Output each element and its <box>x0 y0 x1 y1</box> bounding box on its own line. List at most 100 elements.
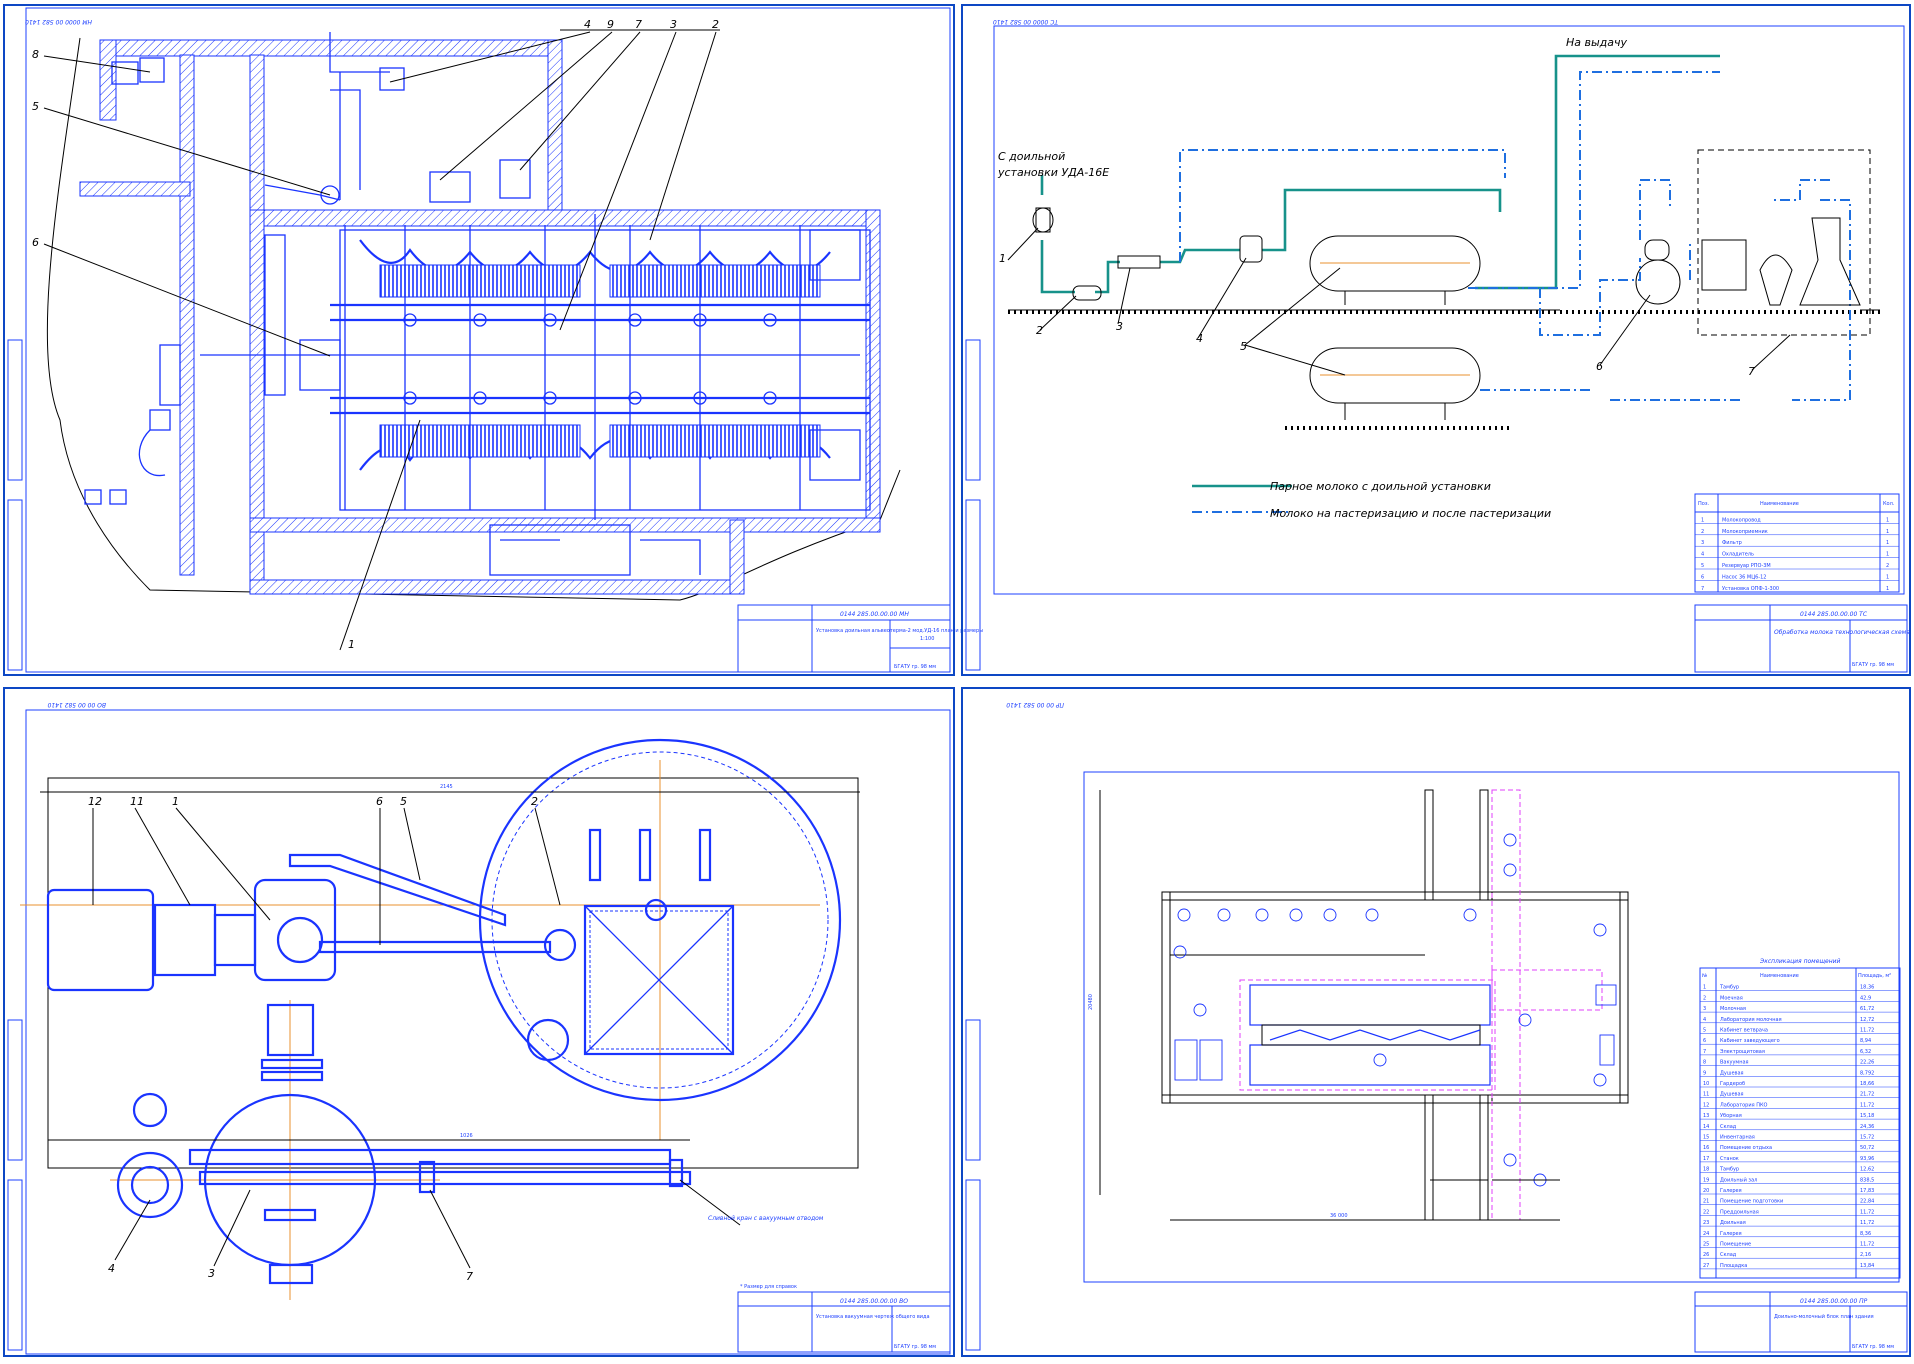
table-cell: 4 <box>1701 552 1704 558</box>
table-cell: 17,83 <box>1860 1188 1874 1194</box>
sheet2-labels: 1 2 3 4 5 6 7 <box>999 252 1755 378</box>
table-cell: Лаборатория молочная <box>1720 1017 1782 1023</box>
svg-text:6: 6 <box>32 236 39 249</box>
table-cell: 7 <box>1701 586 1704 592</box>
svg-text:5: 5 <box>1240 340 1247 353</box>
table-cell: 8,94 <box>1860 1038 1871 1044</box>
table-cell: Станок <box>1720 1156 1739 1162</box>
table-cell: 21 <box>1703 1199 1709 1205</box>
sheet2-scheme: ТС 0000 00 582 1410 <box>961 4 1911 676</box>
table-cell: 11,72 <box>1860 1028 1874 1034</box>
svg-text:Кол.: Кол. <box>1883 501 1895 507</box>
table-cell: 15 <box>1703 1135 1709 1141</box>
table-cell: Насос 36 МЦ6-12 <box>1722 574 1766 580</box>
sheet4-building-plan: ПР 00 00 582 1410 <box>961 687 1911 1357</box>
table-cell: 2,16 <box>1860 1252 1871 1258</box>
sheet3-assembly: ВО 00 00 582 1410 <box>3 687 955 1357</box>
table-cell: 17 <box>1703 1156 1709 1162</box>
table-cell: 6 <box>1701 574 1704 580</box>
table-cell: 19 <box>1703 1177 1709 1183</box>
svg-text:Площадь, м²: Площадь, м² <box>1858 973 1891 979</box>
svg-text:4: 4 <box>108 1262 115 1275</box>
svg-text:6: 6 <box>376 795 383 808</box>
table-cell: 1 <box>1886 586 1889 592</box>
svg-text:БГАТУ гр. 98 мм: БГАТУ гр. 98 мм <box>894 664 936 670</box>
table-cell: Кабинет заведующего <box>1720 1038 1780 1044</box>
table-cell: 8,36 <box>1860 1231 1871 1237</box>
table-cell: Молочная <box>1720 1006 1746 1012</box>
table-cell: 10 <box>1703 1081 1709 1087</box>
table-cell: 16 <box>1703 1145 1709 1151</box>
table-cell: Тамбур <box>1719 1167 1739 1173</box>
svg-text:Молоко на пастеризацию и после: Молоко на пастеризацию и после пастериза… <box>1270 507 1551 520</box>
svg-text:12: 12 <box>88 795 102 808</box>
table-cell: 42,9 <box>1860 995 1871 1001</box>
table-cell: Резервуар РПО-3М <box>1722 563 1771 569</box>
table-cell: 15,18 <box>1860 1113 1874 1119</box>
table-cell: 11,72 <box>1860 1209 1874 1215</box>
table-cell: 26 <box>1703 1252 1709 1258</box>
sheet3-title-block: * Размер для справок 0144 285.00.00.00 В… <box>737 1284 951 1353</box>
table-cell: 9 <box>1703 1070 1706 1076</box>
sheet3-motor <box>46 853 577 1082</box>
table-cell: Доильный зал <box>1720 1176 1757 1183</box>
sheet3-callout: Сливной кран с вакуумным отводом <box>708 1215 824 1222</box>
table-cell: Помещение подготовки <box>1720 1199 1783 1205</box>
svg-text:№: № <box>1702 973 1708 979</box>
table-cell: 18 <box>1703 1167 1709 1173</box>
svg-text:ВО 00 00 582 1410: ВО 00 00 582 1410 <box>47 701 106 708</box>
svg-text:Парное молоко с доильной устан: Парное молоко с доильной установки <box>1270 480 1491 493</box>
table-cell: 838,5 <box>1860 1177 1874 1183</box>
svg-text:Доильно-молочный блок план зда: Доильно-молочный блок план здания <box>1774 1313 1874 1320</box>
table-cell: 1 <box>1886 574 1889 580</box>
svg-text:ПР 00 00 582 1410: ПР 00 00 582 1410 <box>1006 701 1064 708</box>
svg-text:0144 285.00.00.00 ТС: 0144 285.00.00.00 ТС <box>1800 611 1868 618</box>
table-cell: 12,62 <box>1860 1167 1874 1173</box>
table-cell: 3 <box>1703 1006 1706 1012</box>
sheet3-labels: 12 11 1 6 5 2 4 3 7 <box>88 795 538 1283</box>
sheet2-from-label2: установки УДА-16Е <box>997 166 1109 179</box>
sheet1-title: Установка доильная альвеотерма-2 мод.УД-… <box>816 628 983 634</box>
table-cell: 25 <box>1703 1242 1709 1248</box>
table-cell: 2 <box>1703 995 1706 1001</box>
table-cell: 12 <box>1703 1102 1709 1108</box>
table-cell: 12,72 <box>1860 1017 1874 1023</box>
table-cell: 11,72 <box>1860 1242 1874 1248</box>
table-cell: 15,72 <box>1860 1135 1874 1141</box>
svg-text:2: 2 <box>712 18 719 31</box>
table-cell: 7 <box>1703 1049 1706 1055</box>
table-cell: Уборная <box>1720 1113 1742 1119</box>
svg-text:Установка вакуумная чертеж общ: Установка вакуумная чертеж общего вида <box>816 1314 930 1320</box>
svg-text:5: 5 <box>32 100 39 113</box>
table-cell: 1 <box>1886 529 1889 535</box>
sheet2-dashdot-line <box>1179 71 1851 401</box>
svg-text:3: 3 <box>208 1267 215 1280</box>
svg-text:8: 8 <box>32 48 39 61</box>
svg-text:20480: 20480 <box>1088 994 1094 1010</box>
table-cell: Кабинет ветврача <box>1720 1028 1768 1034</box>
svg-text:7: 7 <box>1748 365 1755 378</box>
table-cell: 4 <box>1703 1017 1706 1023</box>
sheet1-code: 0144 285.00.00.00 МН <box>840 611 909 618</box>
sheet3-tank <box>478 738 842 1102</box>
sheet4-walls <box>1161 789 1629 1221</box>
svg-text:Обработка молока технологическ: Обработка молока технологическая схема <box>1774 629 1910 636</box>
table-cell: 3 <box>1701 540 1704 546</box>
svg-text:БГАТУ гр. 98 мм: БГАТУ гр. 98 мм <box>894 1344 936 1350</box>
sheet2-from-label1: С доильной <box>998 150 1065 163</box>
table-cell: 23 <box>1703 1220 1709 1226</box>
table-cell: 27 <box>1703 1263 1709 1269</box>
table-cell: Преддоильная <box>1720 1209 1759 1215</box>
svg-text:7: 7 <box>466 1270 473 1283</box>
table-cell: 1 <box>1701 517 1704 523</box>
table-cell: 24,36 <box>1860 1124 1874 1130</box>
table-cell: Молокоприемник <box>1722 529 1768 535</box>
table-cell: 11 <box>1703 1092 1709 1098</box>
svg-text:1026: 1026 <box>460 1133 473 1139</box>
svg-text:* Размер для справок: * Размер для справок <box>740 1284 797 1290</box>
table-cell: 50,72 <box>1860 1145 1874 1151</box>
table-cell: 22 <box>1703 1209 1709 1215</box>
table-cell: Вакуумная <box>1720 1060 1749 1066</box>
table-cell: Лаборатория ПКО <box>1720 1102 1768 1108</box>
svg-text:3: 3 <box>1116 320 1123 333</box>
